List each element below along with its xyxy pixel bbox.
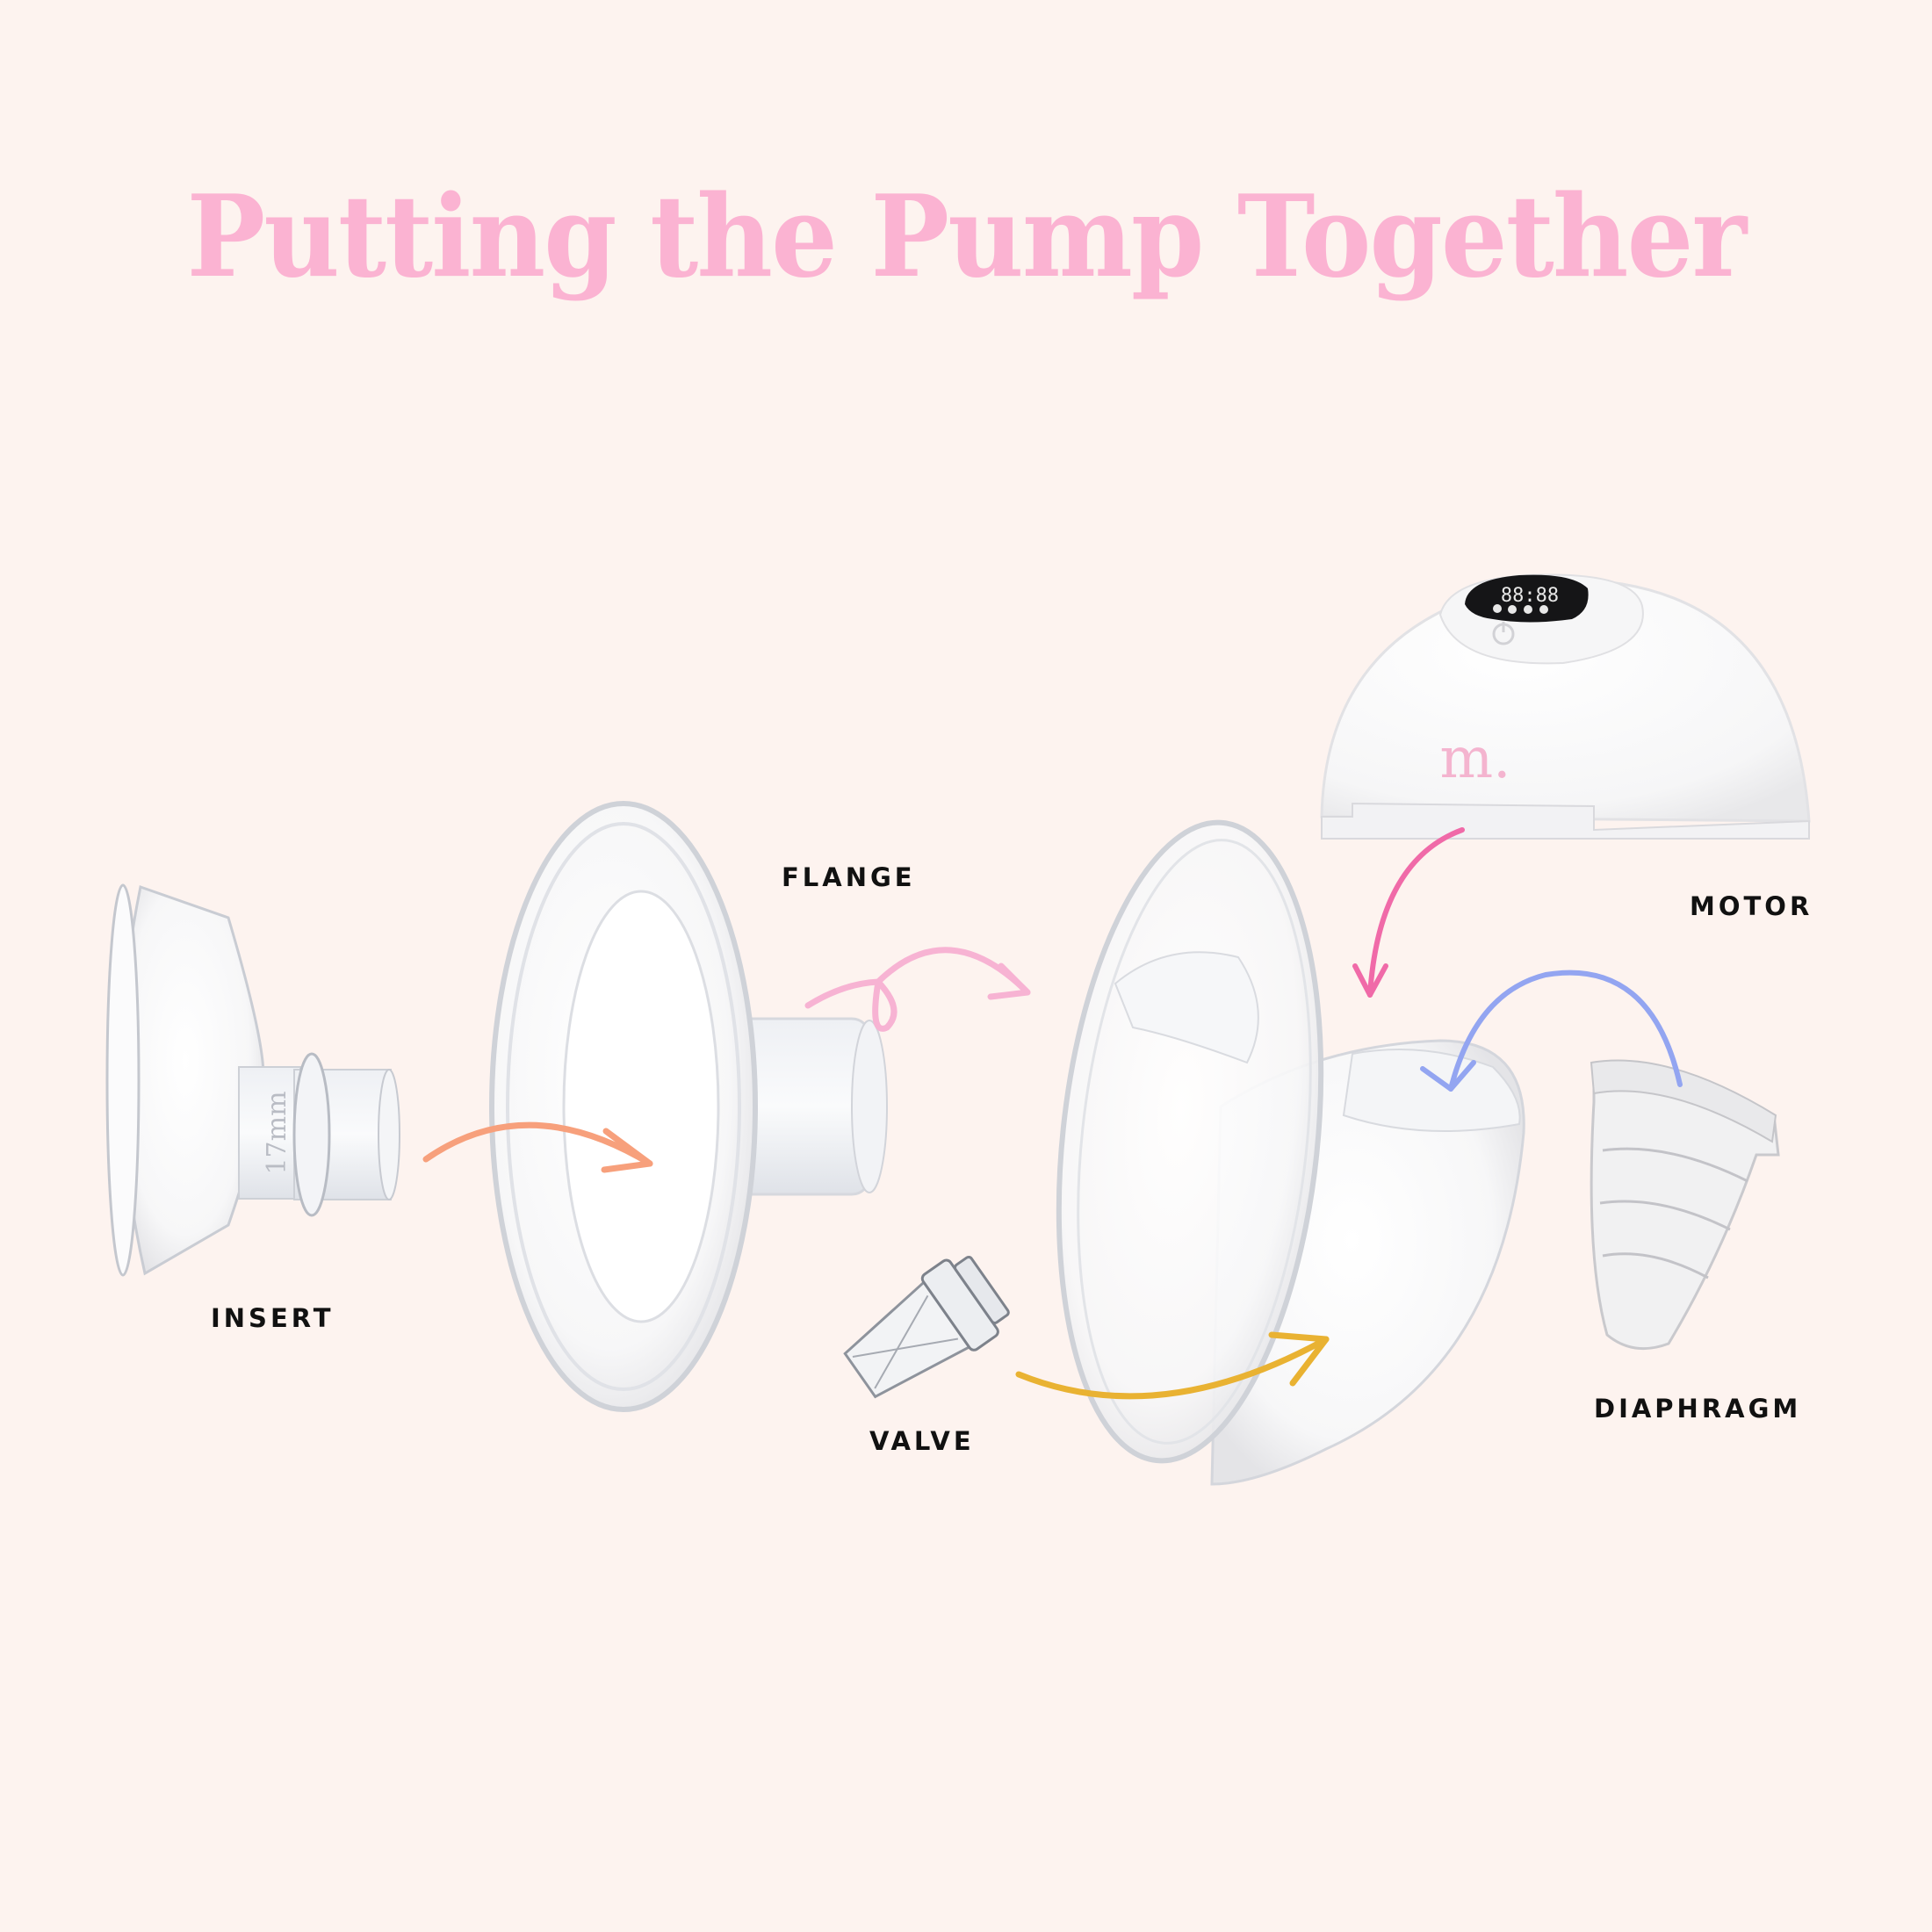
arrow-flange-to-cup (804, 947, 1031, 1032)
collection-cup-image (1056, 819, 1525, 1486)
insert-size-marking: 17mm (262, 1091, 292, 1174)
valve-part-image (843, 1255, 1010, 1399)
label-valve: VALVE (869, 1426, 975, 1456)
arrow-valve-to-cup (1015, 1331, 1330, 1400)
massage-icon (1539, 605, 1548, 614)
diaphragm-part-image (1590, 1059, 1780, 1351)
arrow-insert-to-flange (422, 1121, 653, 1173)
brand-logo: m. (1439, 726, 1510, 791)
label-diaphragm: DIAPHRAGM (1594, 1394, 1802, 1424)
flange-part-image (489, 801, 888, 1412)
insert-part-image: 17mm (105, 883, 400, 1277)
arrow-diaphragm-to-cup (1420, 970, 1683, 1092)
arrow-motor-to-cup (1352, 827, 1465, 998)
label-motor: MOTOR (1690, 891, 1813, 921)
level-icon (1508, 605, 1517, 614)
motor-display-digits: 88:88 (1501, 585, 1559, 607)
timer-icon (1524, 605, 1532, 614)
motor-part-image: 88:88 m. (1320, 573, 1811, 840)
label-insert: INSERT (211, 1303, 335, 1333)
power-button-icon (1492, 622, 1515, 645)
mode-icon (1493, 604, 1502, 613)
label-flange: FLANGE (782, 862, 916, 892)
page-title: Putting the Pump Together (186, 171, 1748, 303)
